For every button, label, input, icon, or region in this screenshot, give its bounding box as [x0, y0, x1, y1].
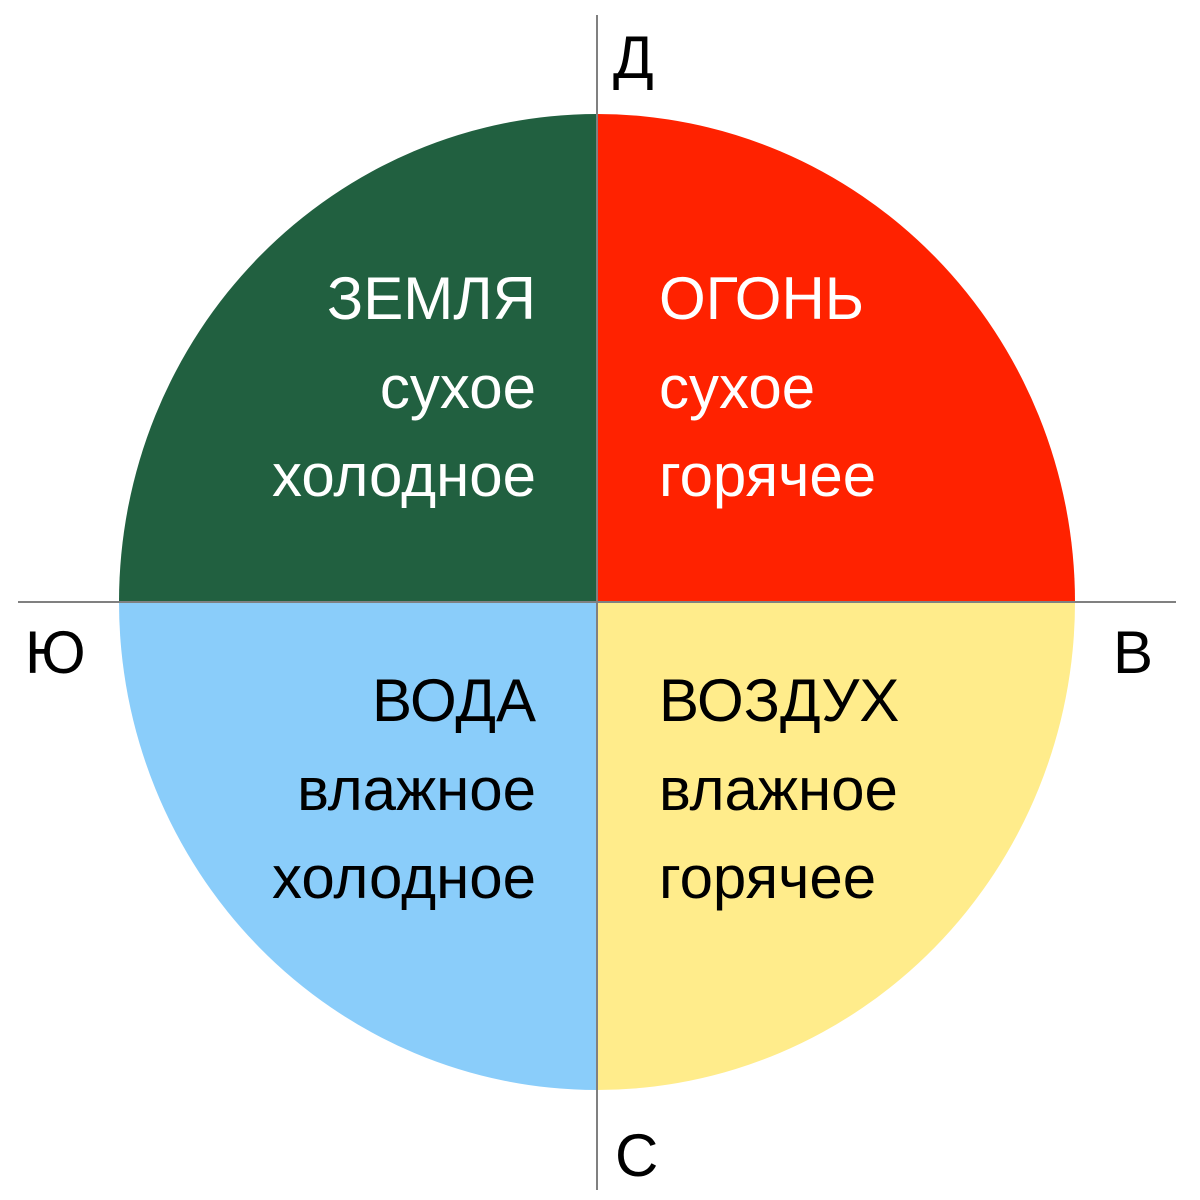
- water-quadrant: [119, 602, 597, 1090]
- fire-quadrant: [597, 114, 1075, 602]
- direction-bottom-label: С: [615, 1122, 658, 1189]
- direction-right-label: В: [1113, 619, 1153, 686]
- air-quadrant: [597, 602, 1075, 1090]
- earth-quality-1: сухое: [380, 354, 536, 421]
- earth-quadrant: [119, 114, 597, 602]
- water-quality-1: влажное: [297, 756, 536, 823]
- direction-left-label: Ю: [25, 619, 86, 686]
- water-name: ВОДА: [372, 667, 536, 734]
- air-label-group: ВОЗДУХ влажное горячее: [659, 667, 899, 911]
- air-quality-1: влажное: [659, 756, 898, 823]
- fire-name: ОГОНЬ: [659, 265, 864, 332]
- earth-label-group: ЗЕМЛЯ сухое холодное: [272, 265, 536, 509]
- fire-label-group: ОГОНЬ сухое горячее: [659, 265, 876, 509]
- direction-top-label: Д: [613, 24, 654, 91]
- air-name: ВОЗДУХ: [659, 667, 899, 734]
- fire-quality-2: горячее: [659, 442, 876, 509]
- water-quality-2: холодное: [272, 844, 536, 911]
- earth-name: ЗЕМЛЯ: [327, 265, 536, 332]
- fire-quality-1: сухое: [659, 354, 815, 421]
- water-label-group: ВОДА влажное холодное: [272, 667, 536, 911]
- air-quality-2: горячее: [659, 844, 876, 911]
- earth-quality-2: холодное: [272, 442, 536, 509]
